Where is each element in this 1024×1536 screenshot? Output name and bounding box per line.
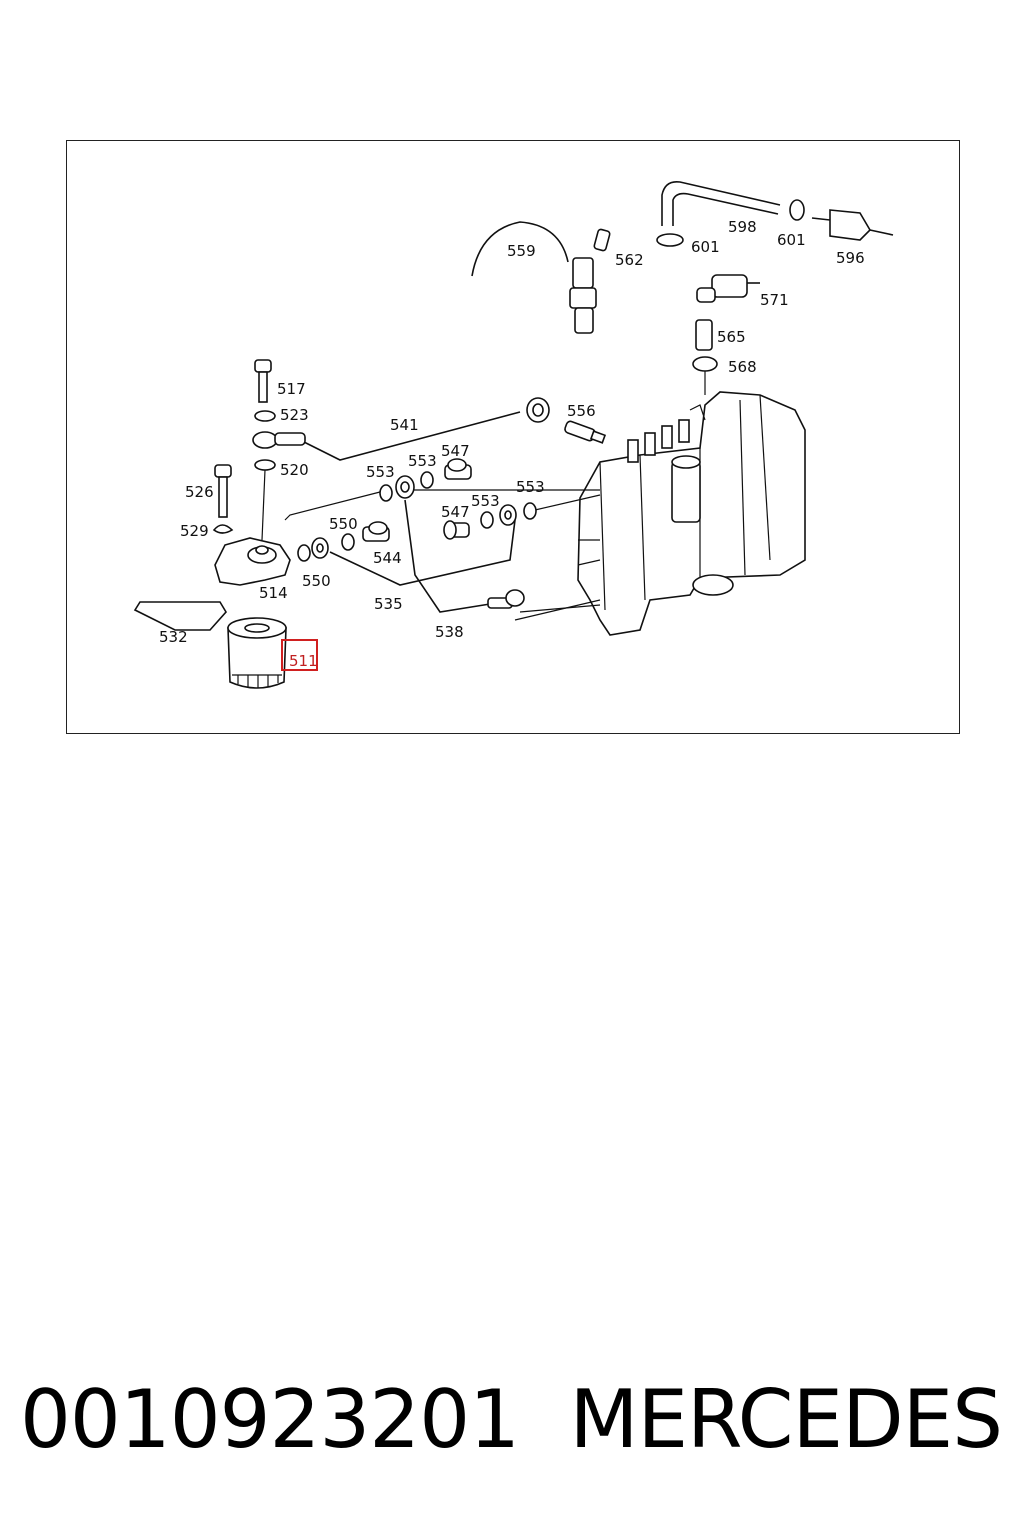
label-550-a: 550 [329,515,358,533]
label-523: 523 [280,406,309,424]
part-550-washer-a [297,544,311,562]
part-banjo-fitting-a [395,475,415,499]
part-544-hollow-screw [362,521,390,542]
label-598: 598 [728,218,757,236]
label-553-c: 553 [471,492,500,510]
label-553-b: 553 [408,452,437,470]
connection-lines [261,370,706,621]
part-541-pipe-end [526,397,550,423]
label-529: 529 [180,522,209,540]
label-535: 535 [374,595,403,613]
part-number: 0010923201 [20,1373,520,1466]
part-532-bracket [133,601,227,631]
part-559-hose [471,221,569,277]
label-553-a: 553 [366,463,395,481]
label-556: 556 [567,402,596,420]
label-601-b: 601 [777,231,806,249]
label-547-b: 547 [441,503,470,521]
label-562: 562 [615,251,644,269]
label-568: 568 [728,358,757,376]
part-571-valve [696,274,760,303]
part-598-hose [661,180,781,226]
label-511: 511 [289,652,318,670]
part-553-washer-b [420,471,434,489]
label-541: 541 [390,416,419,434]
part-511-fuel-filter [227,617,287,689]
label-538: 538 [435,623,464,641]
highlight-box [281,639,318,671]
part-556-valve [564,420,607,444]
part-526-bolt [214,464,232,518]
label-559: 559 [507,242,536,260]
label-553-d: 553 [516,478,545,496]
label-544: 544 [373,549,402,567]
part-547-hollow-screw-a [444,458,472,480]
label-526: 526 [185,483,214,501]
label-532: 532 [159,628,188,646]
injection-pump-drawing [577,391,806,636]
part-517-bolt [254,359,272,403]
part-550-washer-b [341,533,355,551]
footer: 0010923201 MERCEDES [0,1365,1024,1475]
label-601-a: 601 [691,238,720,256]
label-547-a: 547 [441,442,470,460]
part-538-pipe-end [487,589,525,609]
part-553-washer-a [379,484,393,502]
label-550-b: 550 [302,572,331,590]
diagram-frame [66,140,960,734]
label-517: 517 [277,380,306,398]
label-565: 565 [717,328,746,346]
label-596: 596 [836,249,865,267]
part-banjo-fitting-b [311,537,329,559]
label-514: 514 [259,584,288,602]
part-601-clamp-b [789,199,805,221]
part-553-washer-d [523,502,537,520]
part-529-washer [212,524,234,534]
part-553-washer-c [480,511,494,529]
part-banjo-fitting-c [499,504,517,526]
part-562-sleeve [593,228,611,252]
part-514-filter-head [214,537,291,586]
part-520-washer [254,459,276,471]
brand-name: MERCEDES [569,1373,1003,1466]
part-601-clamp-a [656,233,684,247]
label-571: 571 [760,291,789,309]
part-565-sleeve [695,319,713,351]
part-568-clamp [692,356,718,372]
part-547-hollow-screw-b [443,520,470,540]
label-520: 520 [280,461,309,479]
part-injector-nozzle [569,257,597,334]
part-523-washer [254,410,276,422]
part-598-hose-inner [672,192,779,226]
part-596-check-valve [811,209,894,241]
part-hollow-bolt [252,431,306,449]
